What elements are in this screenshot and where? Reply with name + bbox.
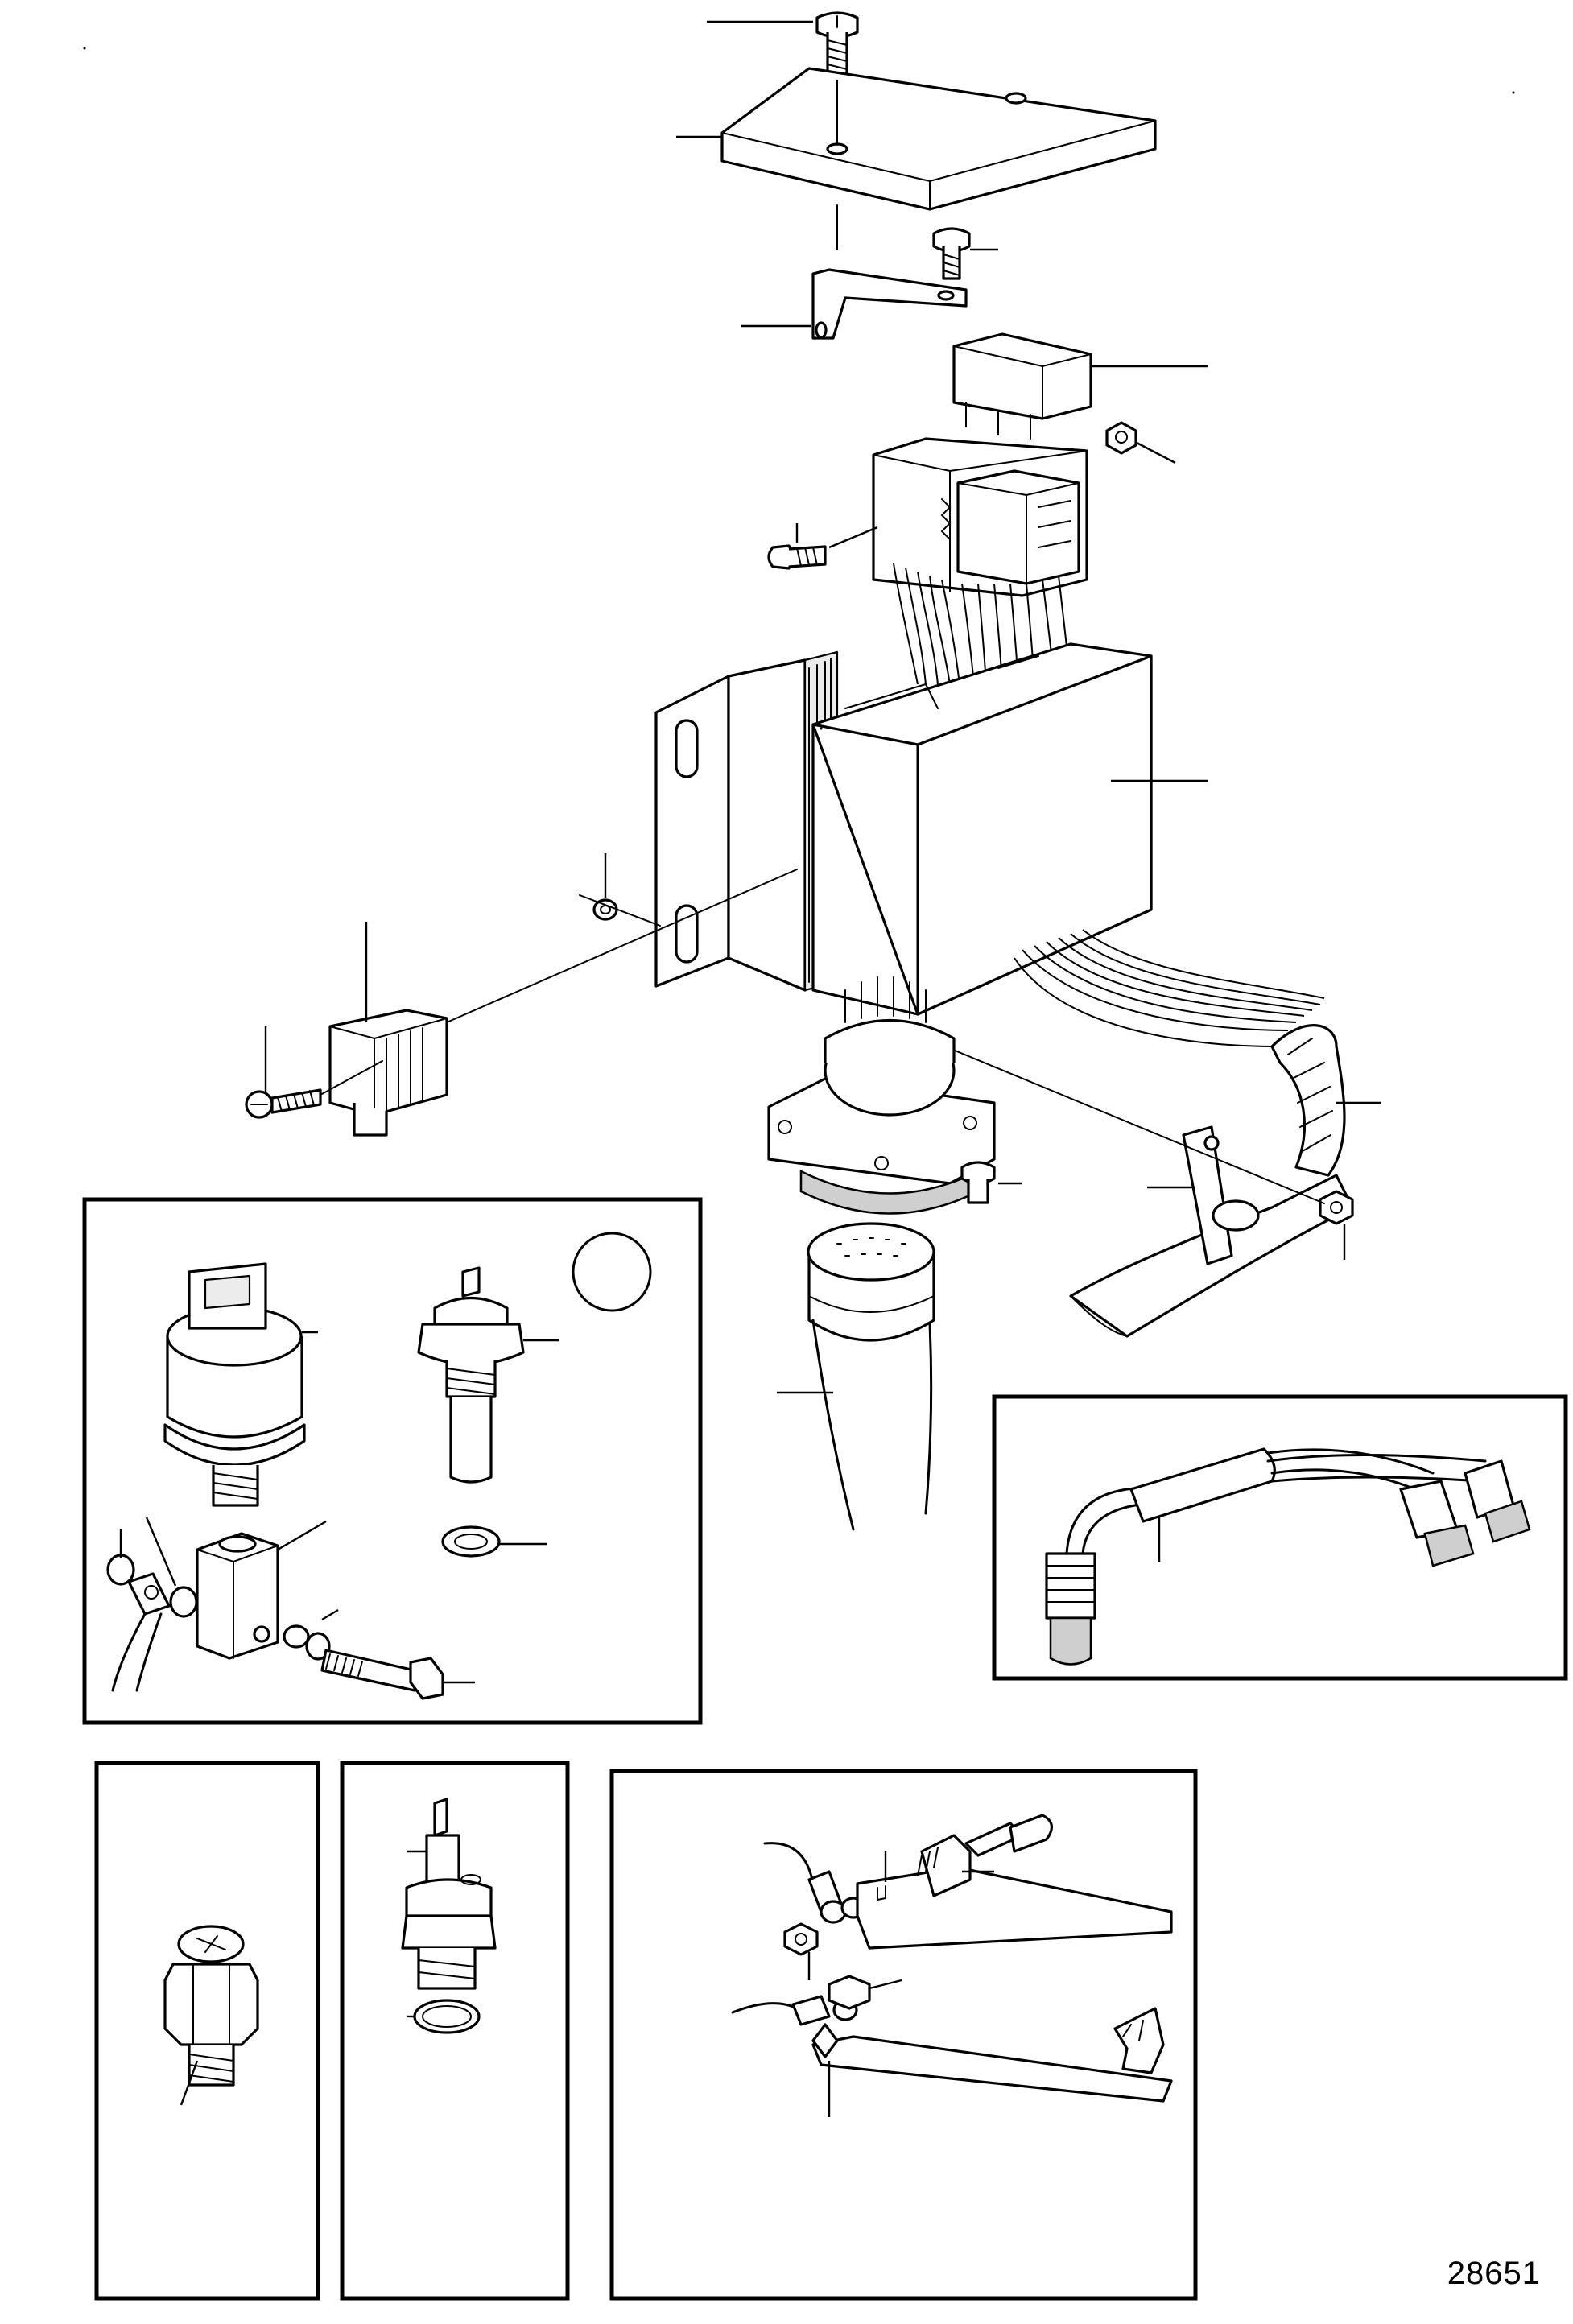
- pressure-switch: [163, 1925, 259, 2106]
- p-clamp: [1147, 1125, 1260, 1265]
- connector-block: [828, 437, 1088, 597]
- scan-specks: [83, 47, 1515, 956]
- ground-terminal-assembly: [731, 1975, 1173, 2117]
- cover-screw: [707, 11, 859, 78]
- bracket-screw: [932, 227, 998, 280]
- control-unit-box: [654, 642, 1208, 1016]
- y-cable: [1045, 1447, 1531, 1666]
- socket-screw: [960, 1161, 1022, 1204]
- connector-screw: [767, 523, 827, 570]
- cover-plate: [676, 67, 1157, 250]
- nut-right: [1105, 421, 1176, 464]
- angle-bracket: [741, 268, 968, 340]
- resistor-screw: [245, 1026, 383, 1119]
- figure-number: 28651: [1447, 2256, 1541, 2291]
- resistor-block: [328, 869, 798, 1137]
- inset-y-cable: [992, 1394, 1568, 1681]
- adapter-block: [196, 1520, 327, 1660]
- relay: [952, 332, 1208, 440]
- inset-ground-connections: [609, 1769, 1198, 2301]
- banjo-bolt: [283, 1608, 475, 1700]
- inset-sensors: [82, 1197, 703, 1725]
- pressure-sensor: [163, 1262, 318, 1507]
- cable-eyelet-washers: [106, 1517, 198, 1692]
- inset-temperature-switch: [340, 1761, 570, 2301]
- ground-sensor-assembly: [763, 1814, 1173, 1980]
- temperature-sender: [417, 1266, 559, 1484]
- inset-pressure-switch: [94, 1761, 320, 2301]
- temperature-switch: [401, 1798, 497, 2034]
- nut-clamp: [925, 1038, 1354, 1260]
- encircled-marker: [572, 1232, 652, 1312]
- sealing-ring: [441, 1525, 547, 1558]
- round-plug-cable: [777, 1222, 935, 1531]
- round-connector-socket: [767, 976, 996, 1215]
- washer-left: [579, 853, 661, 927]
